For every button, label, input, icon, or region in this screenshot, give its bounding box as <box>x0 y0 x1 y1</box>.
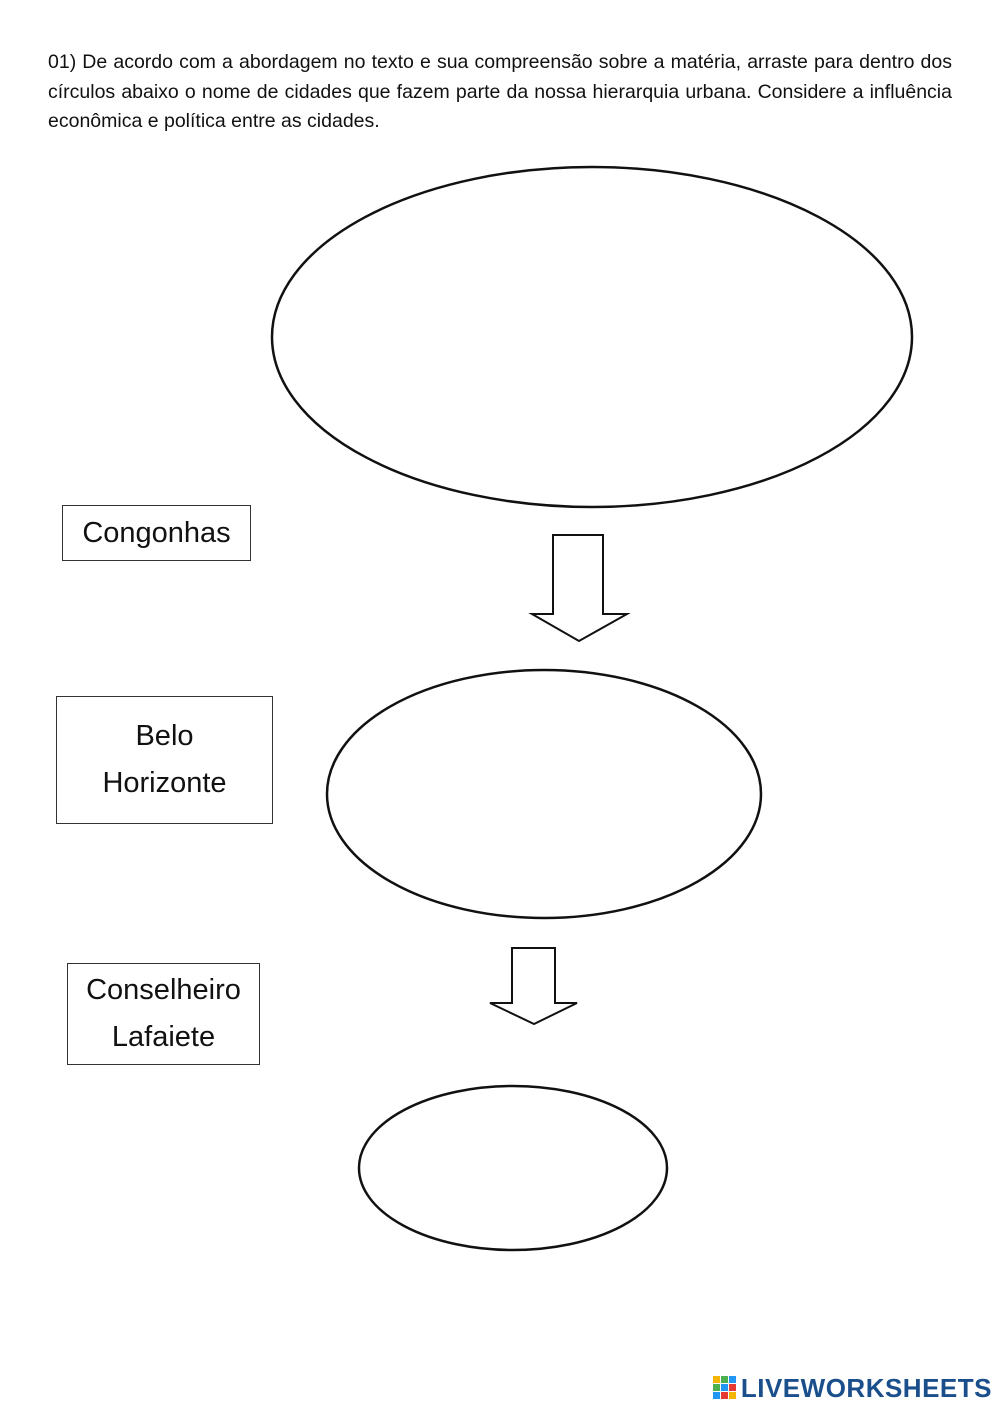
drop-zone-bottom[interactable] <box>357 1084 669 1252</box>
liveworksheets-branding: LIVEWORKSHEETS <box>712 1372 992 1403</box>
brand-name: LIVEWORKSHEETS <box>740 1372 992 1403</box>
city-card-line: Horizonte <box>102 767 227 799</box>
city-card-line: Belo <box>135 720 194 752</box>
city-card-conselheiro-lafaiete[interactable]: Conselheiro Lafaiete <box>67 963 260 1065</box>
city-card-line: Conselheiro <box>86 974 241 1006</box>
drop-zone-middle[interactable] <box>325 668 763 920</box>
city-card-line: Lafaiete <box>111 1021 216 1053</box>
liveworksheets-logo-icon <box>712 1376 736 1399</box>
arrow-down-icon <box>489 947 578 1026</box>
city-card-line: Congonhas <box>82 516 231 549</box>
arrow-down-icon <box>528 534 631 643</box>
drop-zone-top[interactable] <box>270 165 914 509</box>
city-card-belo-horizonte[interactable]: Belo Horizonte <box>56 696 273 824</box>
question-text: 01) De acordo com a abordagem no texto e… <box>48 51 952 132</box>
city-card-congonhas[interactable]: Congonhas <box>62 505 251 561</box>
